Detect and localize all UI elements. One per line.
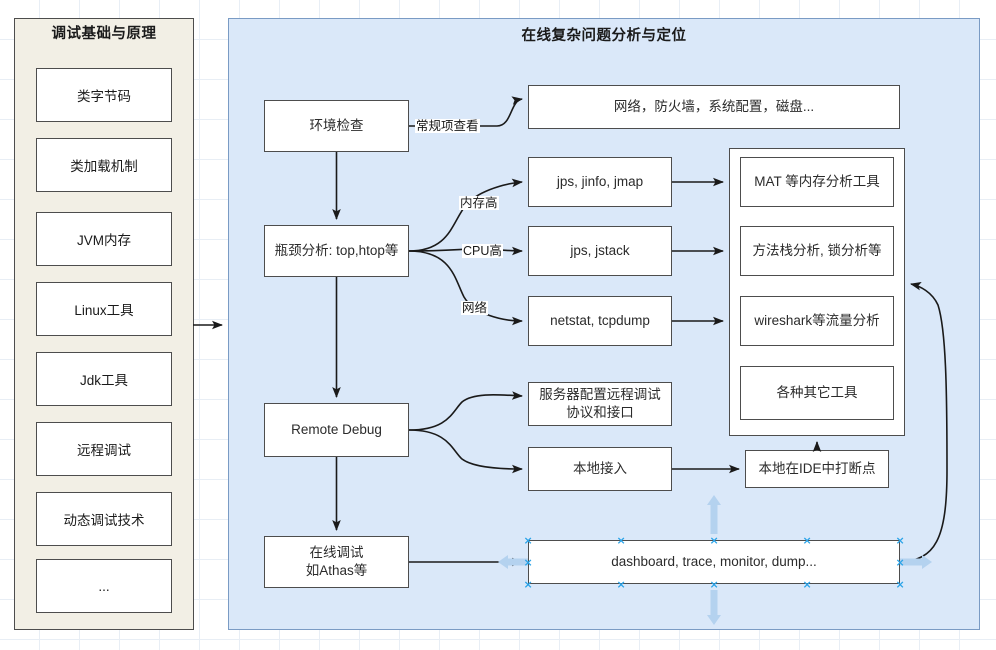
node-netstat-tcpdump[interactable]: netstat, tcpdump: [528, 296, 672, 346]
resize-handle-n-right[interactable]: [803, 536, 812, 545]
resize-handle-s-left[interactable]: [617, 580, 626, 589]
node-jps-jinfo-jmap[interactable]: jps, jinfo, jmap: [528, 157, 672, 207]
tool-box-2[interactable]: wireshark等流量分析: [740, 296, 894, 346]
resize-handle-n-left[interactable]: [617, 536, 626, 545]
resize-handle-w[interactable]: [524, 558, 533, 567]
sidebar-item-3[interactable]: Linux工具: [36, 282, 172, 336]
node-online-debug[interactable]: 在线调试 如Athas等: [264, 536, 409, 588]
node-bottleneck-analysis[interactable]: 瓶颈分析: top,htop等: [264, 225, 409, 277]
resize-handle-ne[interactable]: [896, 536, 905, 545]
resize-handle-nw[interactable]: [524, 536, 533, 545]
node-dashboard-trace-monitor[interactable]: dashboard, trace, monitor, dump...: [528, 540, 900, 584]
main-panel-title: 在线复杂问题分析与定位: [521, 28, 687, 44]
tool-box-0[interactable]: MAT 等内存分析工具: [740, 157, 894, 207]
sidebar-item-2[interactable]: JVM内存: [36, 212, 172, 266]
node-env-check[interactable]: 环境检查: [264, 100, 409, 152]
resize-handle-s[interactable]: [710, 580, 719, 589]
sidebar-item-0[interactable]: 类字节码: [36, 68, 172, 122]
sidebar-item-6[interactable]: 动态调试技术: [36, 492, 172, 546]
sidebar-item-4[interactable]: Jdk工具: [36, 352, 172, 406]
node-remote-debug[interactable]: Remote Debug: [264, 403, 409, 457]
edge-label-cpu-high: CPU高: [462, 244, 503, 259]
edge-label-memory-high: 内存高: [459, 196, 499, 211]
resize-handle-sw[interactable]: [524, 580, 533, 589]
node-local-access[interactable]: 本地接入: [528, 447, 672, 491]
node-jps-jstack[interactable]: jps, jstack: [528, 226, 672, 276]
sidebar-item-5[interactable]: 远程调试: [36, 422, 172, 476]
resize-handle-se[interactable]: [896, 580, 905, 589]
tool-box-1[interactable]: 方法栈分析, 锁分析等: [740, 226, 894, 276]
edge-label-routine-check: 常规项查看: [415, 119, 480, 134]
sidebar-title: 调试基础与原理: [51, 26, 157, 42]
node-ide-breakpoint[interactable]: 本地在IDE中打断点: [745, 450, 889, 488]
sidebar-item-7[interactable]: ...: [36, 559, 172, 613]
tool-box-3[interactable]: 各种其它工具: [740, 366, 894, 420]
edge-label-network: 网络: [461, 301, 489, 316]
resize-handle-e[interactable]: [896, 558, 905, 567]
node-server-remote-config[interactable]: 服务器配置远程调试 协议和接口: [528, 382, 672, 426]
resize-handle-s-right[interactable]: [803, 580, 812, 589]
sidebar-item-1[interactable]: 类加载机制: [36, 138, 172, 192]
node-network-firewall[interactable]: 网络，防火墙，系统配置，磁盘...: [528, 85, 900, 129]
resize-handle-n[interactable]: [710, 536, 719, 545]
